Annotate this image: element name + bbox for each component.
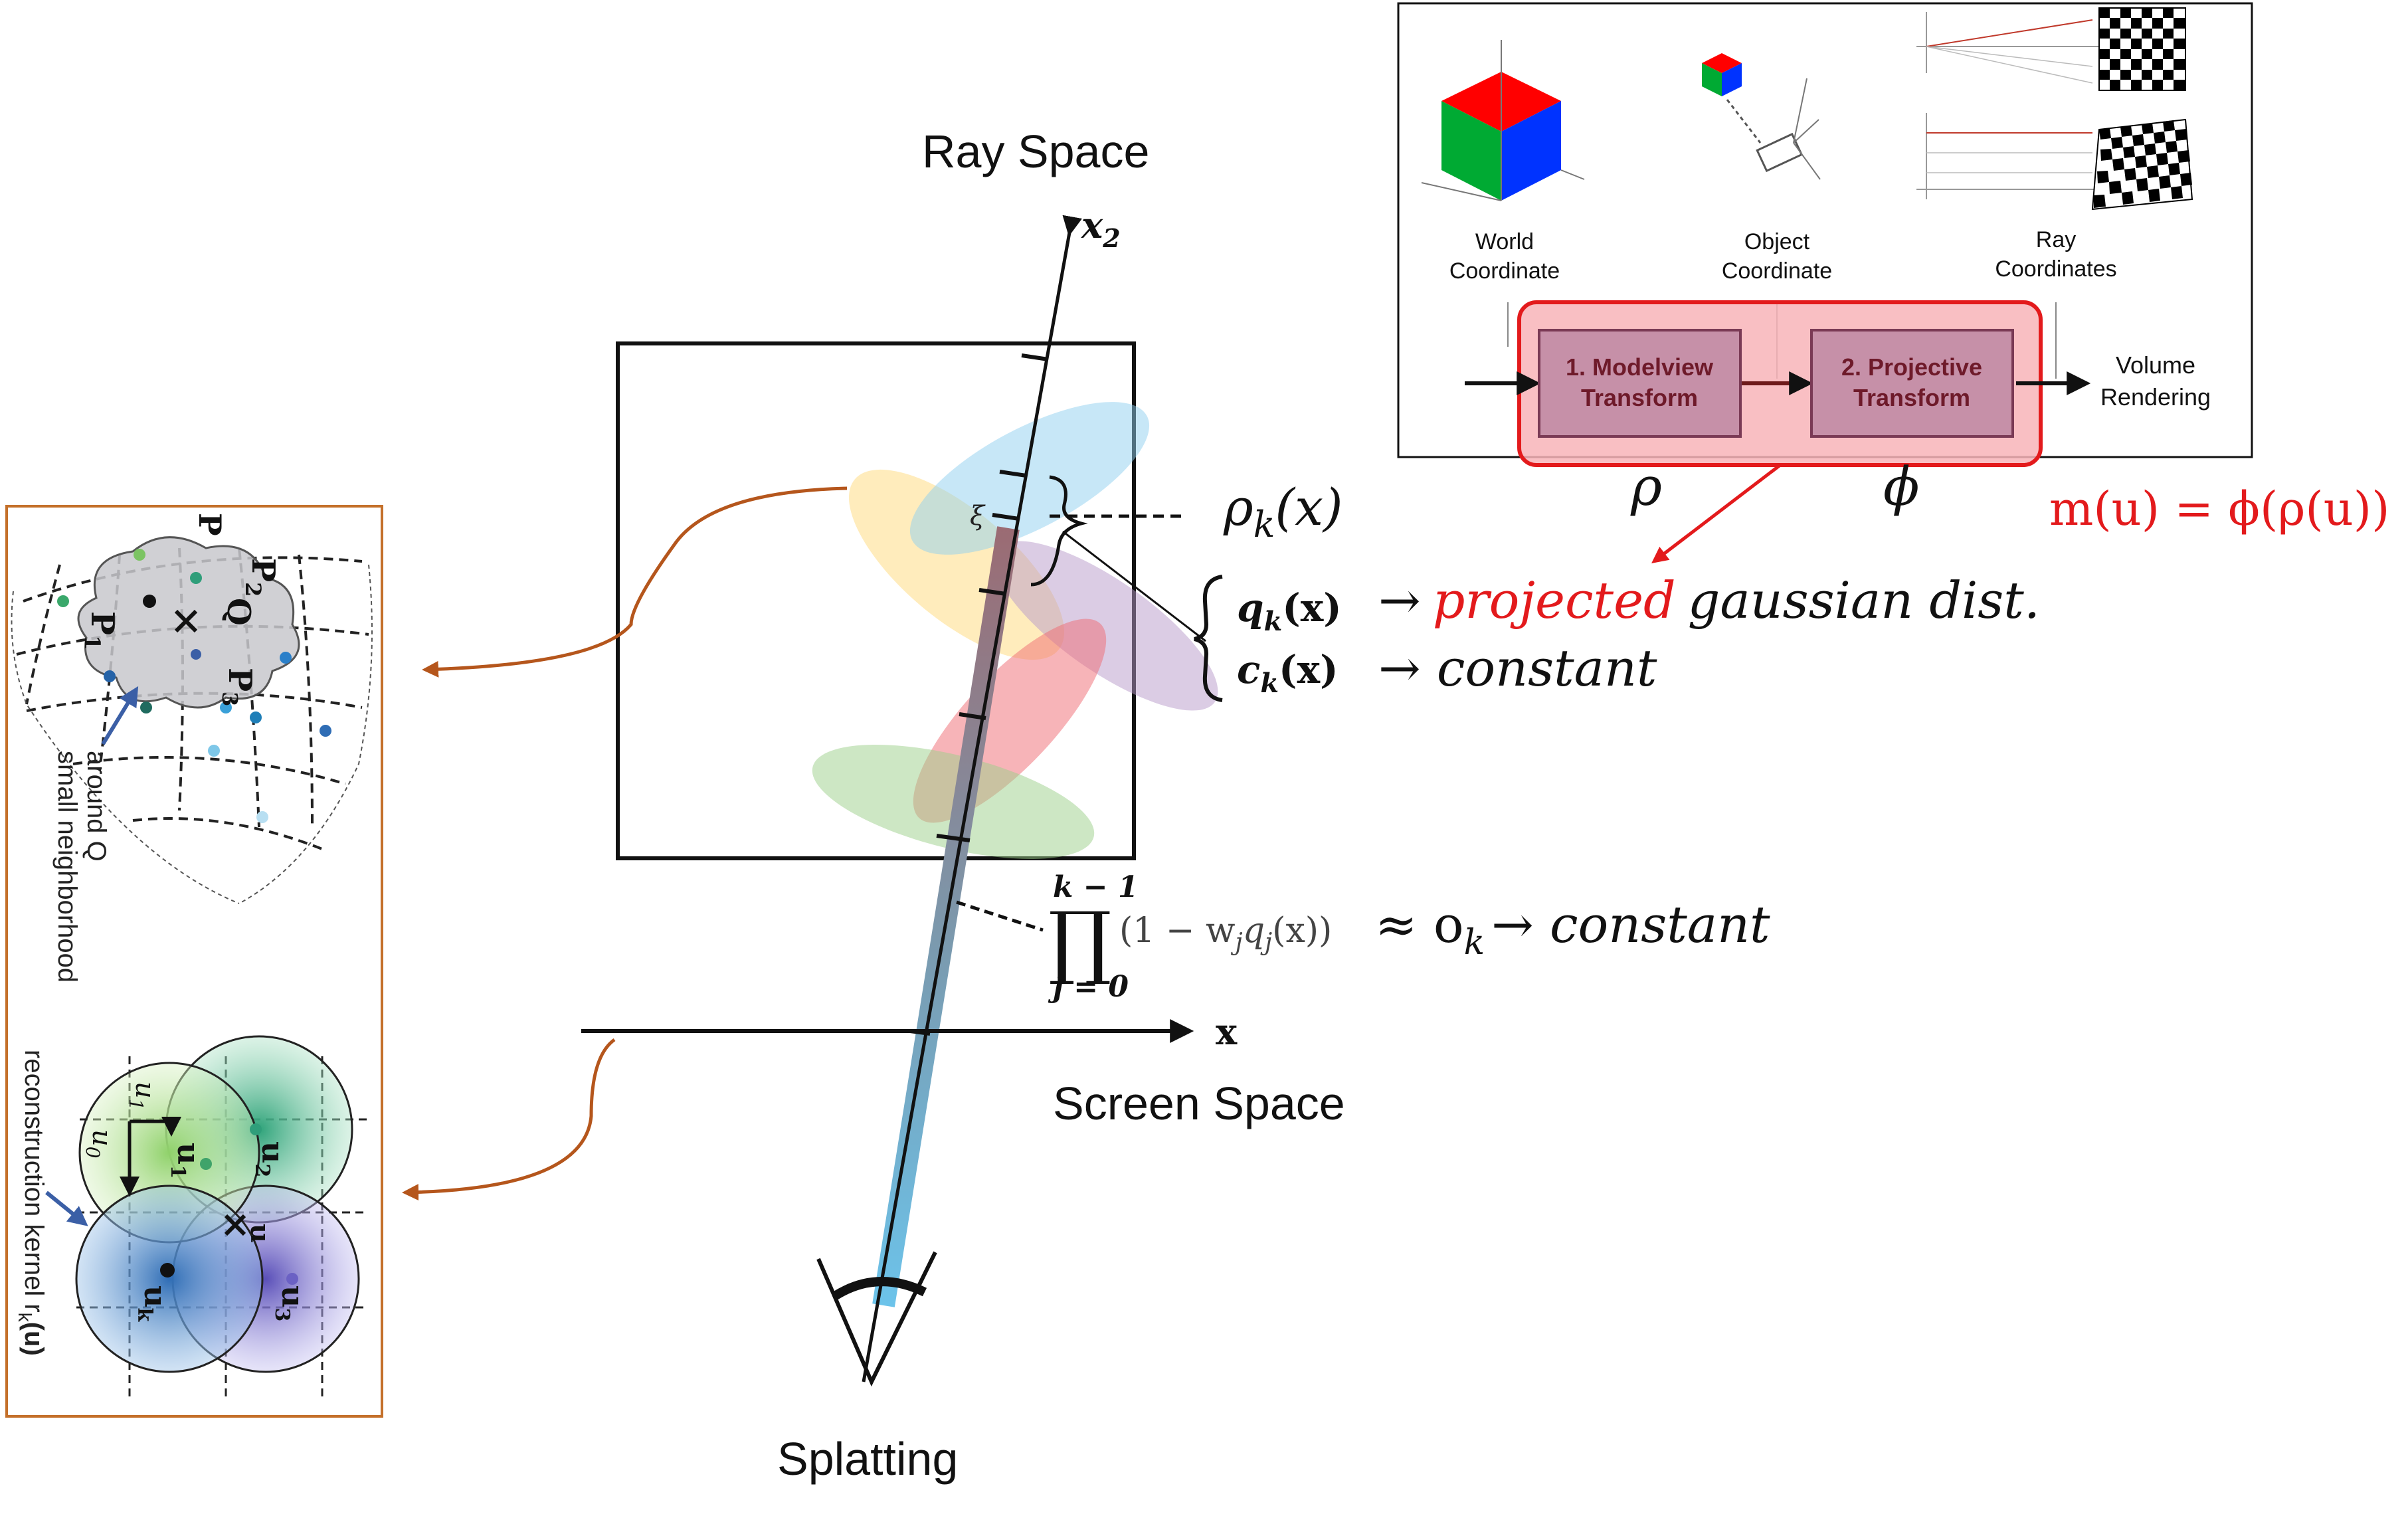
kernel-label-center: u [244,1224,276,1243]
kernel-label-u3: u3 [270,1285,311,1321]
gaussian-ellipse-lightblue [909,402,1150,555]
kernel-label-u2: u2 [250,1141,291,1177]
ray-space-title: Ray Space [922,126,1149,177]
x-axis-label: x [1216,1010,1238,1053]
kernel-labels: u1 u2 u3 uk u [133,1141,311,1322]
neighborhood-label: small neighborhoodaround Q [52,751,111,983]
gaussian-ellipse-yellow [848,469,1065,660]
kernel-pointer [45,1190,88,1226]
screen-space-title: Screen Space [1053,1078,1345,1129]
object-camera-icon [1702,53,1821,180]
kernel-cross-icon [224,1214,246,1236]
qk-equation: qk(x) [1237,585,1342,637]
kernel-label-u1: u1 [166,1143,207,1179]
point-label-p1: P1 [80,611,121,650]
mapping-equation: m(u) = ϕ(ρ(u)) [2049,482,2389,536]
xi-label: ξ [970,501,986,531]
ray-coordinates-plots [1916,12,2126,199]
kernel-label: reconstruction kernel rk(u) [15,1050,48,1356]
checkerboard-warped-icon [2091,118,2193,211]
splatting-title: Splatting [777,1433,958,1485]
ck-result: → constant [1378,638,1657,698]
x2-axis [862,215,1082,1382]
point-label-p2: P2 [240,558,282,597]
xi-brace [1030,475,1088,587]
point-label-q: Q [220,598,257,626]
brace-connector [1062,530,1206,642]
rho-k-equation: ρk(x) [1223,478,1343,545]
inset-connector-bottom [402,1038,616,1201]
product-lower-limit: j = 0 [1048,970,1129,1004]
point-labels: P1 P2 P3 Q P [80,513,282,706]
modelview-transform-box [1538,329,1742,438]
svg-text:u1: u1 [125,1082,160,1111]
projected-pointer-arrow [1651,464,1782,564]
kernel-axis-labels: u1 u0 [82,1082,160,1159]
product-upper-limit: k − 1 [1053,870,1139,904]
surface-edge [11,591,240,904]
ray-ticks [909,353,1049,1036]
gaussian-ellipses [812,402,1218,859]
q-cross-icon [174,609,198,633]
x2-axis-label: x2 [1081,204,1121,253]
ck-equation: ck(x) [1237,647,1339,699]
product-body: (1 − wjqj(x)) [1119,911,1332,956]
eye-icon [816,1251,937,1387]
rho-symbol: ρ [1630,456,1662,518]
product-symbol: ∏ [1048,896,1112,988]
sample-points [57,549,331,823]
point-label-p-extra: P [192,513,228,536]
world-cube-icon [1421,40,1585,201]
product-connector [956,900,1044,932]
product-result: ≈ ok→ constant [1375,895,1770,963]
surface-edge-right [238,564,373,904]
equation-brace [1194,575,1223,702]
kernel-label-uk: uk [133,1285,173,1322]
checkerboard-flat-icon [2098,7,2186,91]
point-label-p3: P3 [217,668,258,706]
gaussian-ellipse-purple [994,541,1218,711]
u1-axis-arrow [130,1117,181,1137]
phi-symbol: ϕ [1883,456,1920,518]
kernel-centers [160,1123,298,1285]
svg-text:u0: u0 [82,1129,117,1159]
projective-transform-box [1810,329,2014,438]
neighborhood-pointer [101,686,139,745]
kernel-uk [75,1184,264,1373]
inset-connector-top [422,486,848,678]
